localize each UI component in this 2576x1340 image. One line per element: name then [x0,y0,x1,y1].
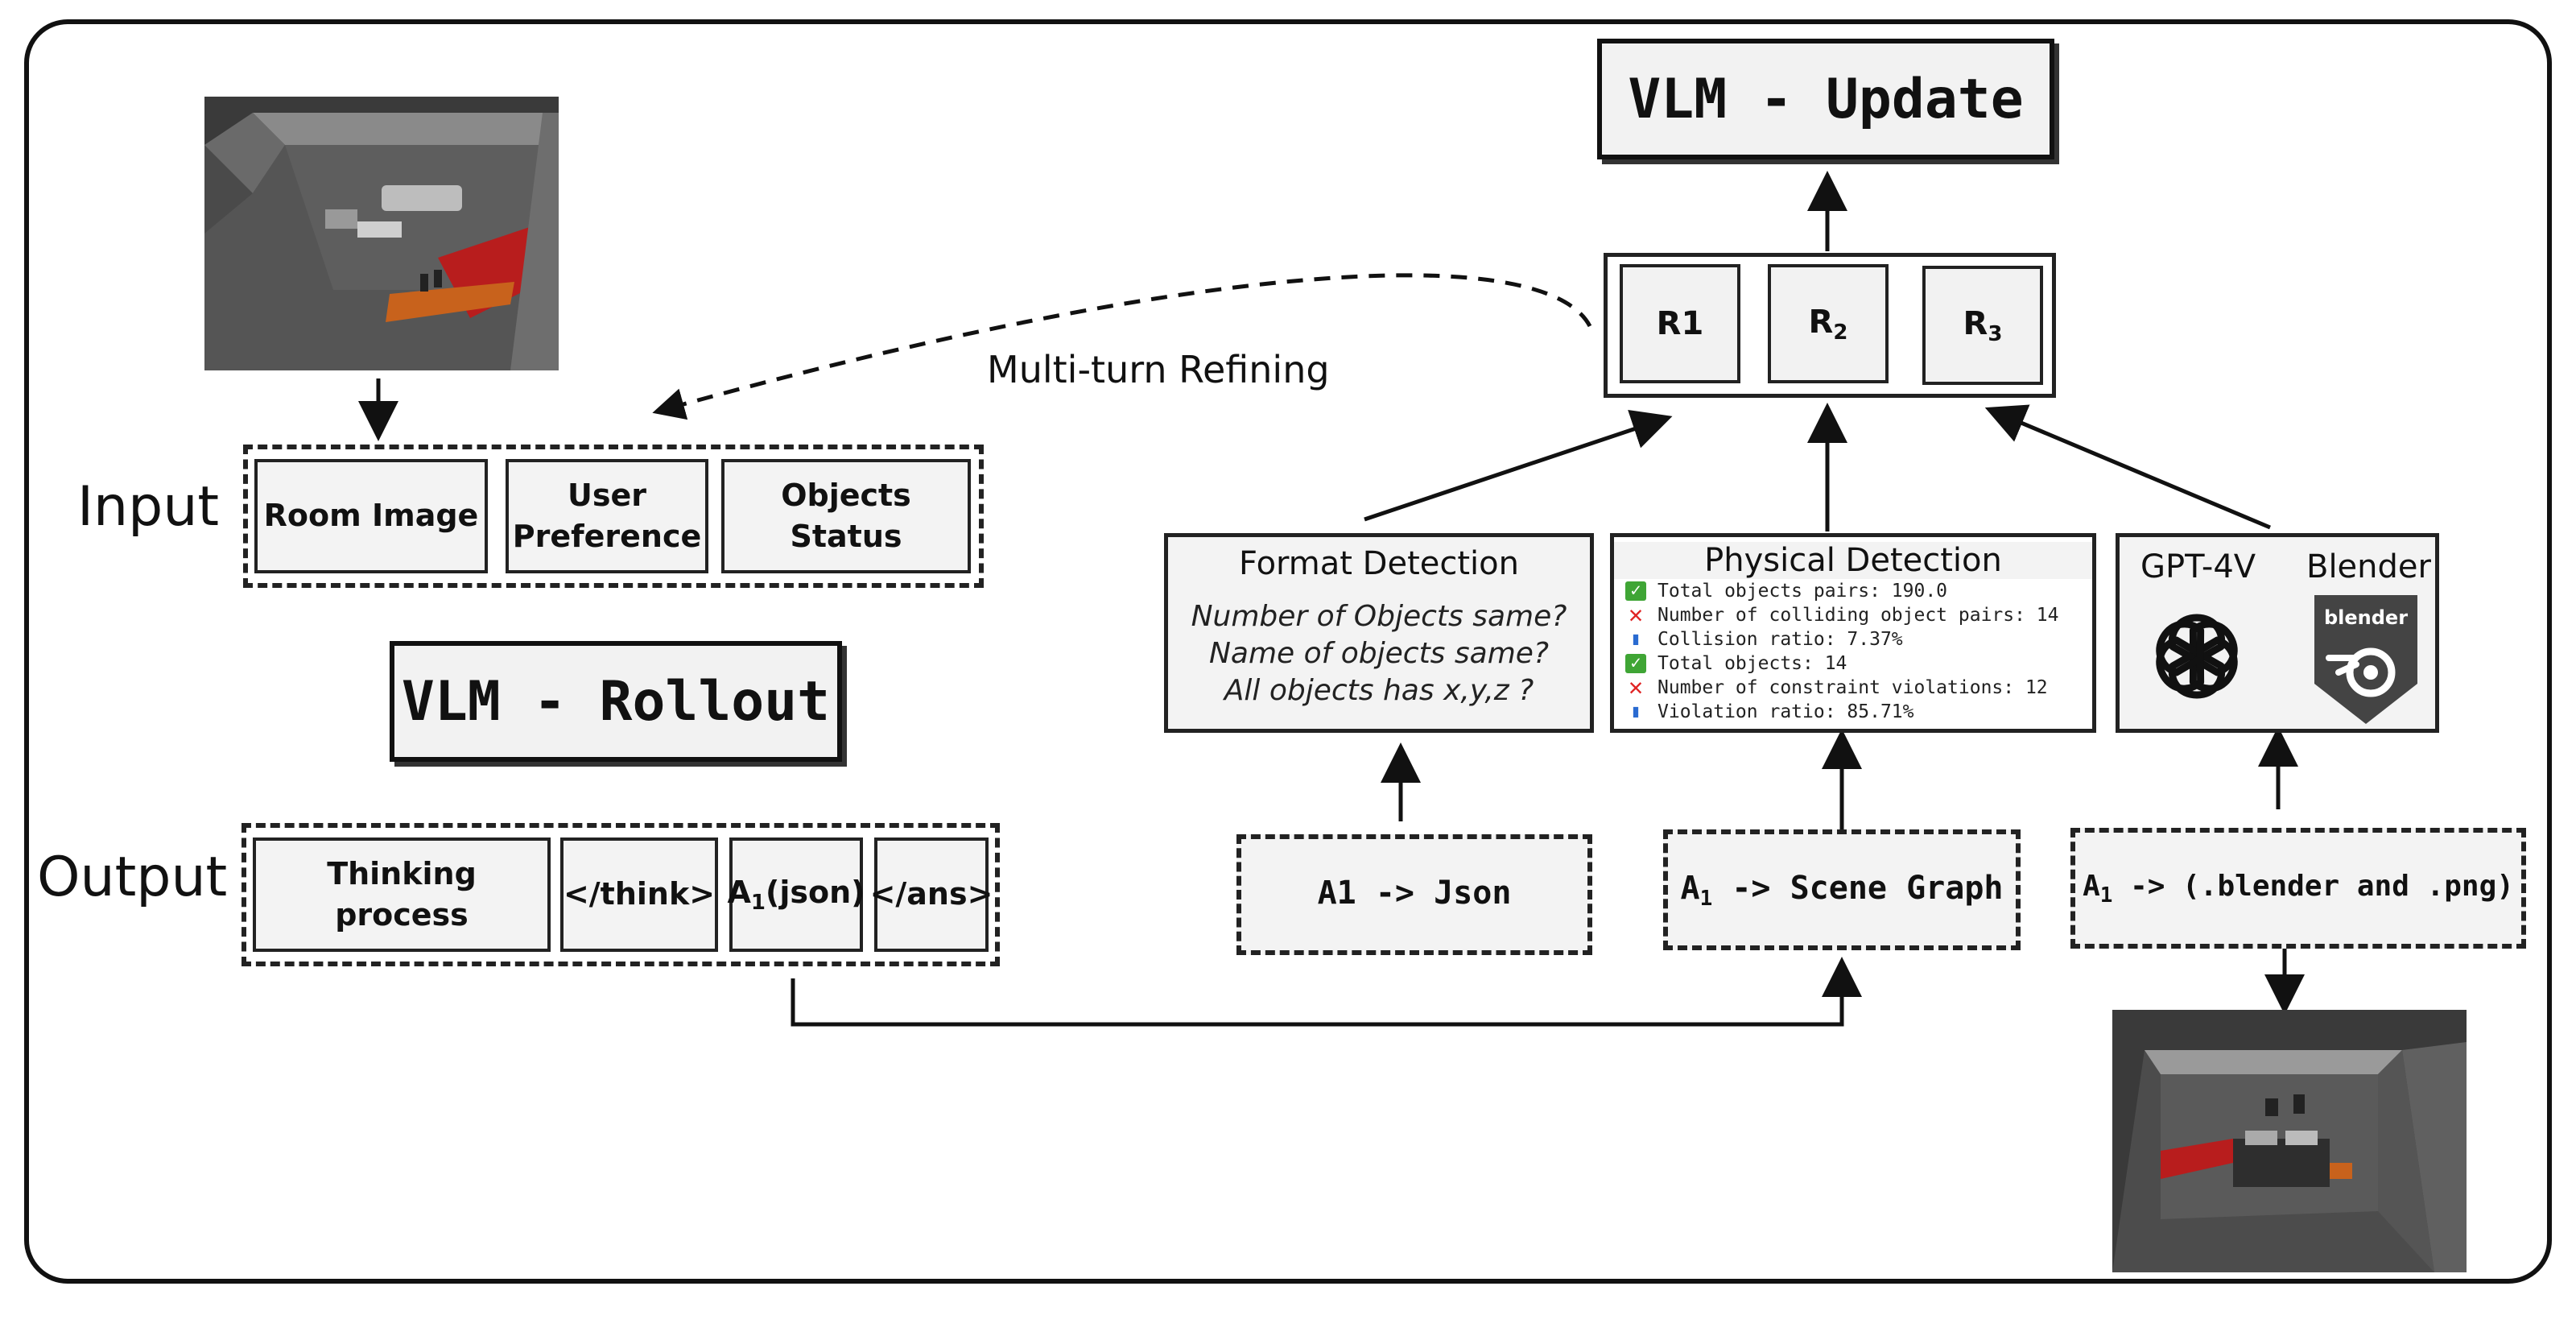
reward-r3-text: R3 [1963,304,2003,346]
input-user-preference: User Preference [506,459,708,573]
reward-r2-text: R2 [1808,303,1848,345]
physical-metric-row: ✓Total objects: 14 [1625,651,2059,676]
blender-logo-text: blender [2323,606,2409,629]
physical-metric-row: ▮Violation ratio: 85.71% [1625,700,2059,724]
reward-r1: R1 [1620,264,1740,383]
multi-turn-refining-label: Multi-turn Refining [987,348,1330,391]
format-question-3: All objects has x,y,z ? [1224,674,1534,707]
input-room-image: Room Image [254,459,488,573]
format-detection-title: Format Detection [1239,545,1519,582]
physical-metric-list: ✓Total objects pairs: 190.0 ✕Number of c… [1625,579,2059,724]
format-question-2: Name of objects same? [1208,637,1550,670]
arrow-format-to-rewards [1364,410,1673,522]
blender-conversion-text: A1 -> (.blender and .png) [2083,869,2514,908]
reward-r3: R3 [1922,266,2043,385]
bar-chart-icon: ▮ [1630,701,1641,722]
output-thinking-process-text: Thinking process [327,855,477,933]
output-think-close-text: </think> [563,876,716,912]
room-render-input [204,97,559,370]
bar-chart-icon: ▮ [1630,629,1641,649]
output-ans-close-text: </ans> [869,876,993,912]
cross-icon: ✕ [1628,673,1644,701]
openai-knot-icon [2156,614,2238,699]
input-objects-status-text: Objects Status [781,477,911,554]
room-render-output [2112,1010,2467,1272]
format-question-1: Number of Objects same? [1191,600,1567,633]
arrow-multi-turn-refining [652,273,1592,420]
check-icon: ✓ [1625,581,1646,601]
input-room-image-text: Room Image [263,498,479,534]
tools-panel: GPT-4V Blender blender [2116,533,2439,733]
physical-metric-row: ✕Number of colliding object pairs: 14 [1625,603,2059,627]
check-icon: ✓ [1625,654,1646,673]
format-detection-panel: Format Detection Number of Objects same?… [1164,533,1594,733]
input-label: Input [77,475,220,539]
input-user-preference-text: User Preference [512,477,702,554]
scene-graph-conversion-box: A1 -> Scene Graph [1663,829,2021,950]
gpt-label: GPT-4V [2140,548,2256,585]
format-question-list: Number of Objects same? Name of objects … [1168,598,1590,709]
physical-detection-panel: Physical Detection ✓Total objects pairs:… [1610,533,2096,733]
scene-graph-conversion-text: A1 -> Scene Graph [1680,869,2004,911]
cross-icon: ✕ [1628,601,1644,629]
reward-r2: R2 [1768,264,1889,383]
physical-metric-row: ▮Collision ratio: 7.37% [1625,627,2059,651]
physical-detection-title: Physical Detection [1614,542,2092,579]
reward-r1-text: R1 [1656,305,1704,342]
physical-metric-row: ✓Total objects pairs: 190.0 [1625,579,2059,603]
vlm-update-title: VLM - Update [1597,39,2054,159]
output-thinking-process: Thinking process [253,838,551,952]
blender-label: Blender [2306,548,2431,585]
blender-conversion-box: A1 -> (.blender and .png) [2070,828,2526,949]
output-think-close-tag: </think> [560,838,718,952]
arrow-answer-to-scene-graph [791,957,1862,1027]
json-conversion-box: A1 -> Json [1236,834,1592,955]
output-answer-json: A1(json) [727,838,865,952]
vlm-rollout-title: VLM - Rollout [390,641,842,762]
input-objects-status: Objects Status [721,459,971,573]
json-conversion-text: A1 -> Json [1317,874,1512,912]
output-label: Output [37,846,228,909]
physical-metric-row: ✕Number of constraint violations: 12 [1625,676,2059,700]
blender-logo-icon: blender [2314,595,2417,724]
output-ans-close-tag: </ans> [870,838,993,952]
arrow-tools-to-rewards [1984,404,2271,530]
output-answer-text: A1(json) [727,874,865,915]
